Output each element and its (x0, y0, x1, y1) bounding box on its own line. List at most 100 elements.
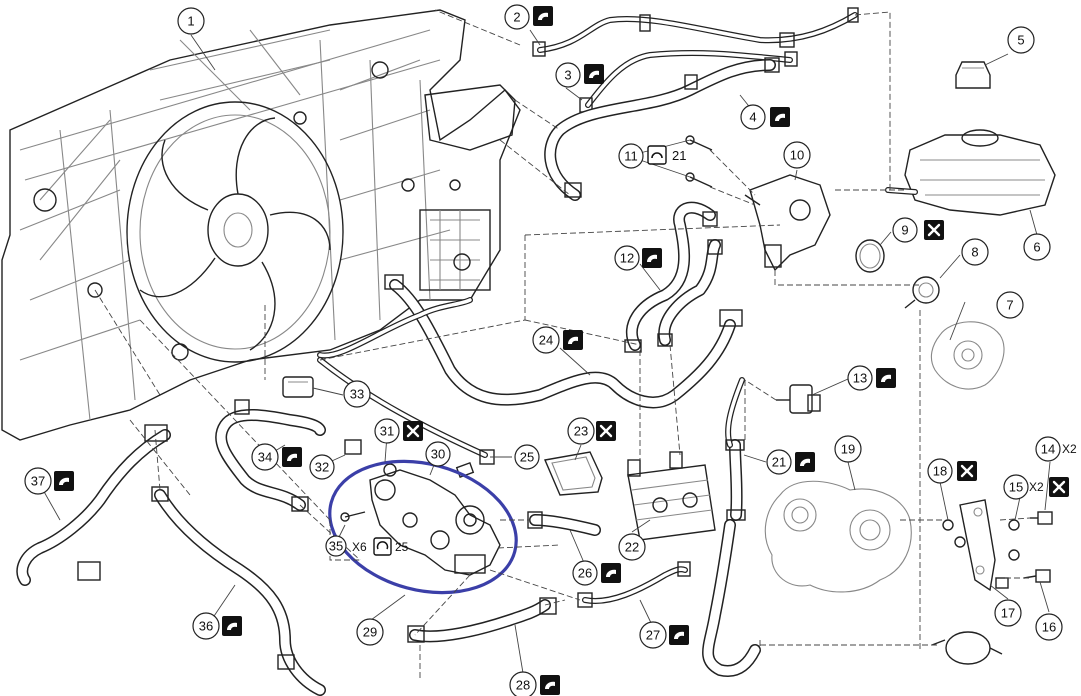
svg-text:36: 36 (199, 619, 213, 634)
callout-35[interactable]: 35 (325, 535, 347, 557)
thermostat-housing (744, 174, 831, 272)
seal-ring (855, 239, 885, 273)
bracket-17 (959, 499, 996, 592)
quantity-annotation-14: X2 (1062, 442, 1077, 456)
valve-33 (282, 376, 314, 398)
callouts: 1 2 3 4 5 6 7 8 (24, 4, 1063, 696)
callout-22[interactable]: 22 (618, 533, 646, 561)
hose-clip-icon (563, 330, 583, 350)
callout-29[interactable]: 29 (356, 618, 384, 646)
callout-14[interactable]: 14 (1035, 436, 1061, 462)
callout-11[interactable]: 11 (618, 143, 644, 169)
callout-17[interactable]: 17 (994, 599, 1022, 627)
expansion-tank (885, 129, 1056, 216)
callout-4[interactable]: 4 (740, 104, 766, 130)
svg-text:22: 22 (625, 540, 639, 555)
callout-30[interactable]: 30 (425, 441, 451, 467)
callout-21[interactable]: 21 (766, 449, 792, 475)
torque-wrench-icon (647, 145, 667, 165)
callout-8[interactable]: 8 (961, 238, 989, 266)
turbocharger (764, 480, 912, 593)
callout-33[interactable]: 33 (343, 380, 371, 408)
torque-wrench-icon (373, 537, 392, 556)
callout-26[interactable]: 26 (572, 560, 598, 586)
callout-37[interactable]: 37 (24, 467, 52, 495)
svg-text:35: 35 (329, 539, 343, 554)
callout-5[interactable]: 5 (1007, 26, 1035, 54)
svg-text:21: 21 (772, 455, 786, 470)
svg-text:X2: X2 (1062, 442, 1077, 456)
callout-24[interactable]: 24 (532, 326, 560, 354)
svg-text:37: 37 (31, 474, 45, 489)
svg-text:14: 14 (1041, 442, 1055, 457)
replace-part-badges (403, 220, 1069, 497)
callout-15[interactable]: 15 (1003, 474, 1029, 500)
hose-clip-icon (584, 64, 604, 84)
callout-23[interactable]: 23 (567, 417, 595, 445)
callout-7[interactable]: 7 (996, 291, 1024, 319)
callout-32[interactable]: 32 (309, 454, 335, 480)
hose-clip-icon (601, 563, 621, 583)
callout-12[interactable]: 12 (614, 245, 640, 271)
callout-18[interactable]: 18 (927, 458, 953, 484)
svg-text:X2: X2 (1029, 480, 1044, 494)
callout-19[interactable]: 19 (834, 435, 862, 463)
hose-27 (577, 561, 691, 608)
water-pump (930, 321, 1005, 390)
svg-text:12: 12 (620, 251, 634, 266)
hose-clip-icon (795, 452, 815, 472)
callout-10[interactable]: 10 (783, 141, 811, 169)
svg-text:32: 32 (315, 460, 329, 475)
callout-13[interactable]: 13 (847, 365, 873, 391)
replace-part-icon (1049, 477, 1069, 497)
hose-24 (384, 274, 743, 409)
callout-1[interactable]: 1 (177, 7, 205, 35)
svg-text:28: 28 (516, 678, 530, 693)
hose-clip-icon (222, 616, 242, 636)
hose-36 (151, 486, 326, 696)
washer-15 (1008, 519, 1020, 561)
svg-text:1: 1 (187, 14, 194, 29)
svg-text:3: 3 (564, 68, 571, 83)
temperature-sensor (776, 384, 821, 414)
svg-text:34: 34 (258, 450, 272, 465)
fastener-annotation-35: X6 25 (352, 537, 409, 556)
water-outlet-housing (340, 439, 501, 576)
svg-text:29: 29 (363, 625, 377, 640)
hose-clip-icon (642, 248, 662, 268)
callout-31[interactable]: 31 (374, 418, 400, 444)
svg-text:33: 33 (350, 387, 364, 402)
svg-text:19: 19 (841, 442, 855, 457)
callout-16[interactable]: 16 (1035, 613, 1063, 641)
callout-9[interactable]: 9 (892, 217, 918, 243)
svg-text:31: 31 (380, 424, 394, 439)
callout-2[interactable]: 2 (504, 4, 530, 30)
svg-text:18: 18 (933, 464, 947, 479)
hose-clip-icon (54, 471, 74, 491)
svg-text:6: 6 (1033, 240, 1040, 255)
callout-27[interactable]: 27 (639, 621, 667, 649)
callout-36[interactable]: 36 (192, 612, 220, 640)
svg-text:25: 25 (520, 450, 534, 465)
torque-annotation-11: 21 (647, 145, 686, 165)
hose-clip-icon (282, 447, 302, 467)
callout-6[interactable]: 6 (1023, 233, 1051, 261)
callout-3[interactable]: 3 (555, 62, 581, 88)
callout-28[interactable]: 28 (509, 671, 537, 696)
callout-25[interactable]: 25 (514, 444, 540, 470)
hose-26 (527, 511, 601, 536)
svg-text:23: 23 (574, 424, 588, 439)
gasket-23 (544, 451, 603, 496)
turbo-return-hose (702, 519, 761, 677)
quantity-annotation-15: X2 (1029, 480, 1044, 494)
hose-clip-icon (669, 625, 689, 645)
bolts-11 (685, 135, 713, 188)
hose-12 (624, 201, 723, 353)
callout-34[interactable]: 34 (251, 443, 279, 471)
svg-text:13: 13 (853, 371, 867, 386)
svg-text:24: 24 (539, 333, 553, 348)
bleed-pipe (317, 297, 495, 465)
svg-text:5: 5 (1017, 33, 1024, 48)
bolt-16 (995, 569, 1051, 589)
